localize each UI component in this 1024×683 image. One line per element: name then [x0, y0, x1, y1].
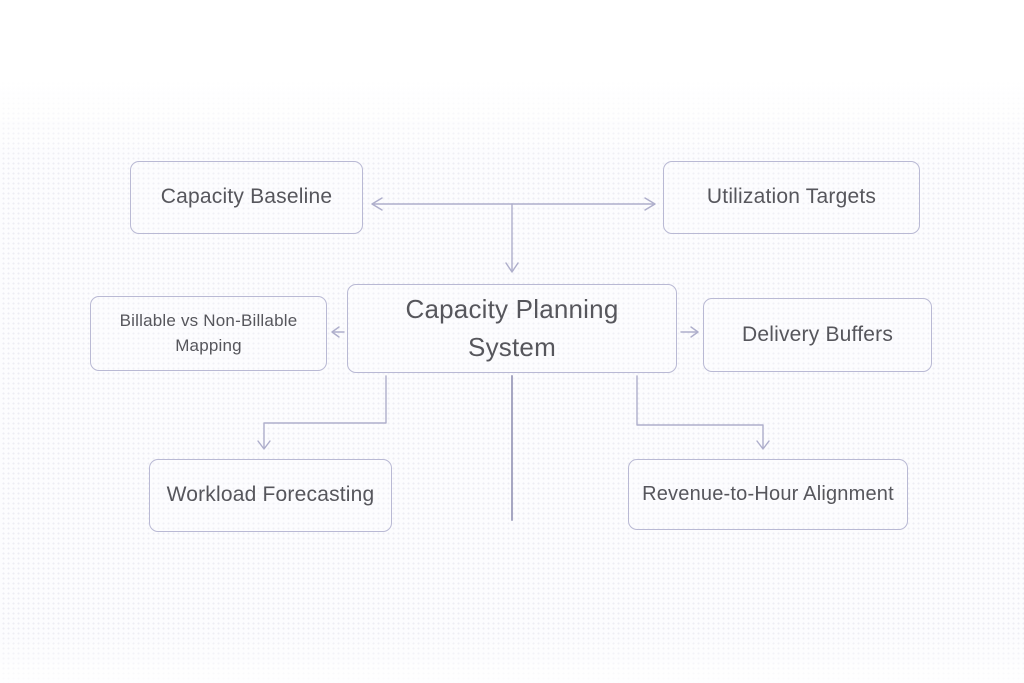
node-capacity-baseline: Capacity Baseline: [130, 161, 363, 234]
arrowhead-down-icon: [756, 440, 770, 450]
edge-center-to-workload: [263, 375, 387, 449]
node-label: Revenue-to-Hour Alignment: [642, 483, 894, 505]
node-billable-vs-non-billable-mapping: Billable vs Non-Billable Mapping: [90, 296, 327, 371]
node-label: Utilization Targets: [706, 185, 877, 209]
arrowhead-down-icon: [505, 262, 519, 273]
node-label: Delivery Buffers: [741, 322, 894, 346]
arrowhead-left-icon: [331, 326, 340, 338]
node-label: Capacity Baseline: [160, 185, 333, 209]
arrowhead-down-icon: [257, 440, 271, 450]
arrowhead-right-icon: [690, 326, 699, 338]
arrowhead-right-icon: [644, 197, 656, 211]
node-revenue-to-hour-alignment: Revenue-to-Hour Alignment: [628, 459, 908, 530]
node-label: Billable vs Non-Billable Mapping: [119, 310, 298, 355]
node-label: Workload Forecasting: [166, 483, 375, 507]
node-utilization-targets: Utilization Targets: [663, 161, 920, 234]
arrowhead-left-icon: [371, 197, 383, 211]
node-delivery-buffers: Delivery Buffers: [703, 298, 932, 372]
node-workload-forecasting: Workload Forecasting: [149, 459, 392, 532]
node-label: Capacity Planning System: [405, 293, 619, 362]
edge-center-to-revenue: [636, 375, 764, 449]
node-capacity-planning-system: Capacity Planning System: [347, 284, 677, 373]
